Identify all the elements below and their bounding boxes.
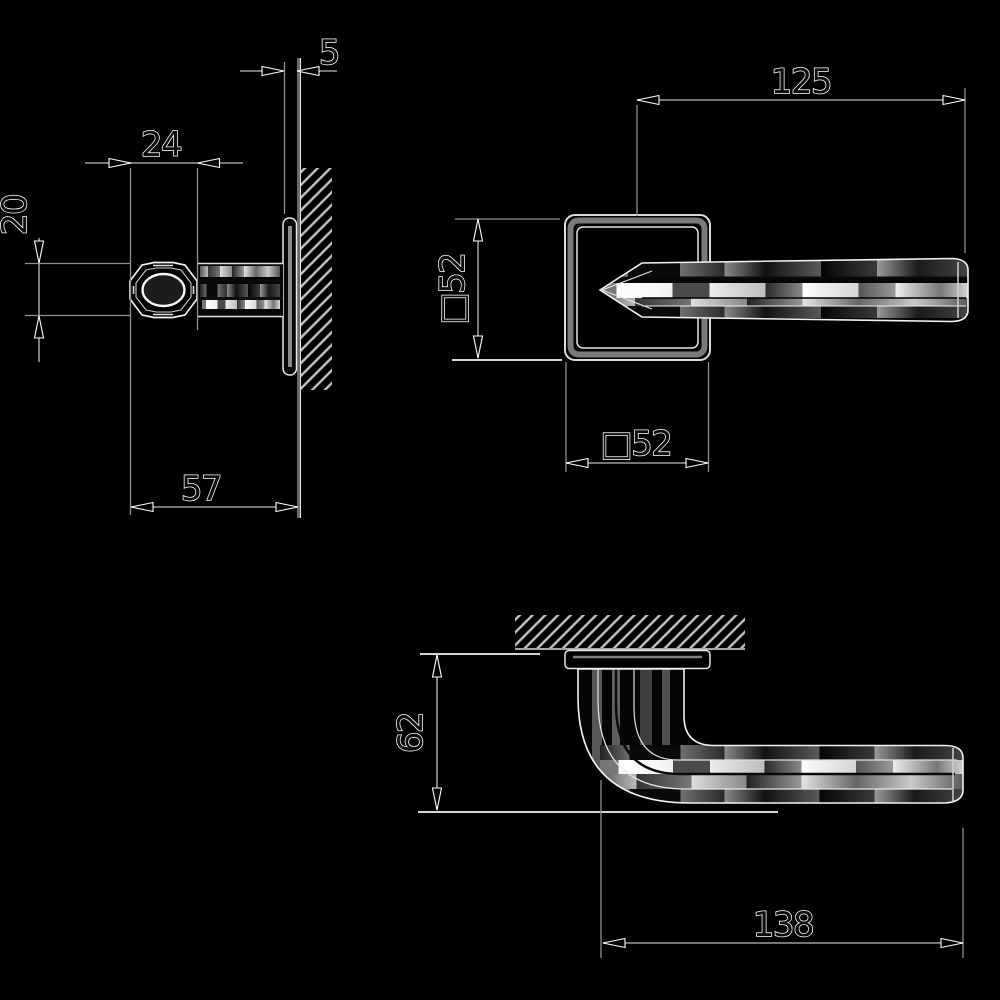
arrow-right [940,937,964,949]
lever-top-shading [592,669,963,803]
neck-streak-mid [200,284,280,297]
arrow-right [685,457,709,469]
neck-streak-2 [612,669,620,781]
dim-projection-57: 57 [130,468,299,513]
grip-band-4 [600,789,963,803]
arrow-left [565,457,589,469]
neck-streak-1 [592,669,602,794]
neck-streak-top [200,266,280,277]
neck-streak-4 [662,669,670,757]
dim-rose-thickness: 5 [240,32,341,214]
dim-length-125: 125 [636,61,966,253]
grip-end-octagon [129,261,198,319]
arrow-right [197,157,221,169]
dim-label-24: 24 [141,125,181,165]
arrow-top [472,218,484,242]
dim-label-rose-height: □52 [433,254,473,325]
octagon-inner [135,267,192,313]
streak-band-5 [600,306,968,318]
dim-label-20: 20 [0,195,35,235]
lever-front-shading [600,258,968,318]
lever-front [598,257,969,323]
streak-band-4 [600,298,968,306]
lever-front-outline [598,257,969,323]
dim-grip-length-138: 138 [600,780,964,958]
arrow-left [636,94,660,106]
lever-top-outline [577,668,964,804]
streak-band-2 [600,277,968,283]
grip-band-3 [600,774,963,789]
door-section-hatch [300,168,332,390]
arrow-bottom [33,315,45,339]
dim-grip-height: 20 [0,194,131,362]
side-view: 5 24 20 57 [0,32,341,518]
top-view: 62 138 [390,615,964,958]
contour-line-3 [633,669,957,761]
lever-top [577,668,964,804]
dim-label-62: 62 [391,713,431,753]
dim-rose-height: □52 [432,218,562,361]
dim-label-125: 125 [771,62,831,102]
grip-band-1 [600,745,963,760]
door-section-hatch [515,615,745,648]
arrow-top [431,654,443,678]
arrow-bottom [472,335,484,359]
contour-line-1 [597,669,952,790]
dim-label-rose-width: □52 [601,424,672,464]
streak-band-1 [600,258,968,277]
tip-chevron-lower [601,289,653,310]
dim-label-5: 5 [319,33,339,73]
dim-label-138: 138 [753,905,813,945]
arrow-left [602,937,626,949]
dim-rose-width: □52 [565,362,710,472]
streak-band-3 [600,283,968,298]
arrow-left [261,65,285,77]
arrow-bottom [431,787,443,811]
dim-grip-width: 24 [85,124,243,515]
arrow-top [33,240,45,264]
dim-projection-62: 62 [390,653,778,813]
grip-band-2 [600,760,963,774]
arrow-right [275,501,299,513]
front-view: 125 □52 □52 [432,61,969,472]
dim-label-57: 57 [181,469,221,509]
neck-streak-low [202,300,280,309]
octagon-facet-ticks [132,264,195,316]
flange-outline [564,649,711,670]
arrow-left [130,501,154,513]
contour-line-2 [614,669,955,776]
spindle-boss-ellipse [141,272,186,308]
rose-flange [564,649,711,670]
lever-neck-end-view [197,262,283,318]
arrow-right [296,65,320,77]
tip-chevron-upper [601,270,653,291]
arrow-left [108,157,132,169]
arrow-right [942,94,966,106]
